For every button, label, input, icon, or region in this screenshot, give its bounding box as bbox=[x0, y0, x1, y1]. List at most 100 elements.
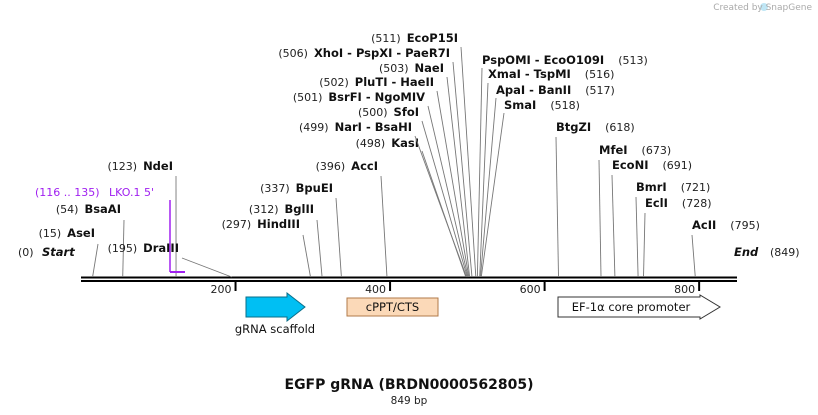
site-position: (15) bbox=[39, 227, 62, 240]
grna-scaffold-arrow bbox=[245, 291, 306, 323]
ef1a-promoter-arrow bbox=[557, 294, 721, 320]
site-name: SfoI bbox=[394, 105, 419, 119]
site-position: (691) bbox=[662, 159, 692, 172]
site-xmai[interactable]: XmaI - TspMI (516) bbox=[479, 67, 615, 278]
site-name: XhoI - PspXI - PaeR7I bbox=[314, 46, 450, 60]
site-econi[interactable]: EcoNI (691) bbox=[611, 158, 692, 278]
cppt-cts-label: cPPT/CTS bbox=[366, 300, 419, 314]
site-bpuei[interactable]: BpuEI(337) bbox=[260, 181, 342, 278]
site-name: EclI bbox=[645, 196, 668, 210]
site-sfoi[interactable]: SfoI (500) bbox=[358, 105, 468, 278]
site-ecli[interactable]: EclI (728) bbox=[643, 196, 712, 278]
site-smai[interactable]: SmaI (518) bbox=[480, 98, 580, 278]
start-terminal: (0) Start bbox=[18, 245, 75, 259]
site-position: (498) bbox=[356, 137, 386, 150]
axis-tick-label: 600 bbox=[520, 283, 541, 296]
site-kasi[interactable]: KasI (498) bbox=[356, 136, 467, 278]
site-nari[interactable]: NarI - BsaHI (499) bbox=[299, 120, 467, 278]
site-name: AcII bbox=[692, 218, 716, 232]
site-cut-line bbox=[611, 174, 616, 278]
restriction-sites: AseI(15)BsaAI(54)NdeI(123)DraIII(195)Hin… bbox=[39, 31, 760, 278]
site-position: (516) bbox=[585, 68, 615, 81]
primer-label: LKO.1 5' bbox=[109, 186, 154, 199]
credit-text: Created by SnapGene bbox=[713, 3, 812, 13]
axis-tick-label: 200 bbox=[211, 283, 232, 296]
site-bsaai[interactable]: BsaAI (54) bbox=[56, 202, 125, 278]
site-position: (54) bbox=[56, 203, 79, 216]
site-xhoi[interactable]: XhoI - PspXI - PaeR7I (506) bbox=[278, 46, 473, 278]
site-position: (721) bbox=[681, 181, 711, 194]
site-acii[interactable]: AcII(795) bbox=[691, 218, 760, 278]
site-cut-line bbox=[480, 112, 505, 278]
site-name: BmrI bbox=[636, 180, 667, 194]
feature-ef1a-promoter[interactable]: EF-1α core promoter bbox=[557, 294, 721, 320]
site-name: BsaAI bbox=[84, 202, 121, 216]
site-bsrfi[interactable]: BsrFI - NgoMIV(501) bbox=[293, 90, 469, 278]
site-pspomi[interactable]: PspOMI - EcoO109I (513) bbox=[476, 53, 648, 278]
axis-tick-label: 800 bbox=[674, 283, 695, 296]
axis-ticks: 200 400 600 800 bbox=[211, 281, 701, 296]
site-naei[interactable]: NaeI(503) bbox=[379, 61, 471, 278]
site-name: PluTI - HaeII bbox=[355, 75, 434, 89]
ef1a-promoter-label: EF-1α core promoter bbox=[572, 300, 691, 314]
site-asei[interactable]: AseI (15) bbox=[39, 226, 99, 278]
site-cut-line bbox=[446, 76, 471, 278]
site-position: (499) bbox=[299, 121, 329, 134]
site-position: (518) bbox=[550, 99, 580, 112]
site-position: (506) bbox=[278, 47, 308, 60]
site-cut-line bbox=[555, 136, 559, 278]
site-name: AseI bbox=[67, 226, 95, 240]
site-position: (618) bbox=[605, 121, 635, 134]
site-position: (500) bbox=[358, 106, 388, 119]
site-name: BpuEI bbox=[296, 181, 333, 195]
site-cut-line bbox=[598, 159, 602, 278]
site-name: NarI - BsaHI bbox=[335, 120, 412, 134]
site-cut-line bbox=[691, 234, 696, 278]
site-name: XmaI - TspMI bbox=[488, 67, 571, 81]
site-hindiii[interactable]: HindIII(297) bbox=[222, 217, 311, 278]
primer-lko1[interactable]: (116 .. 135) LKO.1 5' bbox=[35, 186, 185, 273]
end-label: End bbox=[734, 245, 759, 259]
start-position: (0) bbox=[18, 246, 34, 259]
site-btgzi[interactable]: BtgZI (618) bbox=[555, 120, 635, 278]
site-position: (396) bbox=[316, 160, 346, 173]
site-position: (513) bbox=[618, 54, 648, 67]
site-ecop15i[interactable]: EcoP15I(511) bbox=[371, 31, 477, 278]
site-bglii[interactable]: BglII (312) bbox=[249, 202, 323, 278]
map-title: EGFP gRNA (BRDN0000562805) bbox=[285, 377, 534, 393]
site-cut-line bbox=[643, 212, 646, 278]
site-position: (123) bbox=[107, 160, 137, 173]
site-cut-line bbox=[421, 120, 468, 278]
site-cut-line bbox=[452, 61, 473, 278]
site-cut-line bbox=[181, 257, 232, 278]
site-cut-line bbox=[414, 135, 467, 278]
site-mfei[interactable]: MfeI(673) bbox=[598, 143, 671, 278]
snapgene-logo-icon bbox=[760, 3, 768, 11]
site-cut-line bbox=[335, 197, 342, 278]
site-apai[interactable]: ApaI - BanII(517) bbox=[480, 83, 615, 278]
site-position: (312) bbox=[249, 203, 279, 216]
site-name: NdeI bbox=[143, 159, 173, 173]
backbone bbox=[81, 276, 737, 282]
site-cut-line bbox=[427, 105, 469, 278]
site-name: PspOMI - EcoO109I bbox=[482, 53, 604, 67]
site-acci[interactable]: AccI(396) bbox=[316, 159, 388, 278]
site-name: BtgZI bbox=[556, 120, 591, 134]
feature-grna-scaffold[interactable]: gRNA scaffold bbox=[235, 291, 315, 336]
site-cut-line bbox=[316, 219, 323, 278]
site-name: SmaI bbox=[504, 98, 536, 112]
site-bmri[interactable]: BmrI (721) bbox=[635, 180, 711, 278]
site-pluti[interactable]: PluTI - HaeII (502) bbox=[319, 75, 470, 278]
site-name: KasI bbox=[391, 136, 419, 150]
site-name: BglII bbox=[285, 202, 315, 216]
site-cut-line bbox=[635, 196, 639, 278]
site-ndei[interactable]: NdeI (123) bbox=[107, 159, 177, 278]
site-name: NaeI bbox=[415, 61, 444, 75]
site-cut-line bbox=[436, 90, 470, 278]
site-name: EcoNI bbox=[612, 158, 648, 172]
feature-cppt-cts[interactable]: cPPT/CTS bbox=[346, 297, 439, 317]
site-position: (502) bbox=[319, 76, 349, 89]
axis-tick-label: 400 bbox=[365, 283, 386, 296]
site-position: (728) bbox=[682, 197, 712, 210]
